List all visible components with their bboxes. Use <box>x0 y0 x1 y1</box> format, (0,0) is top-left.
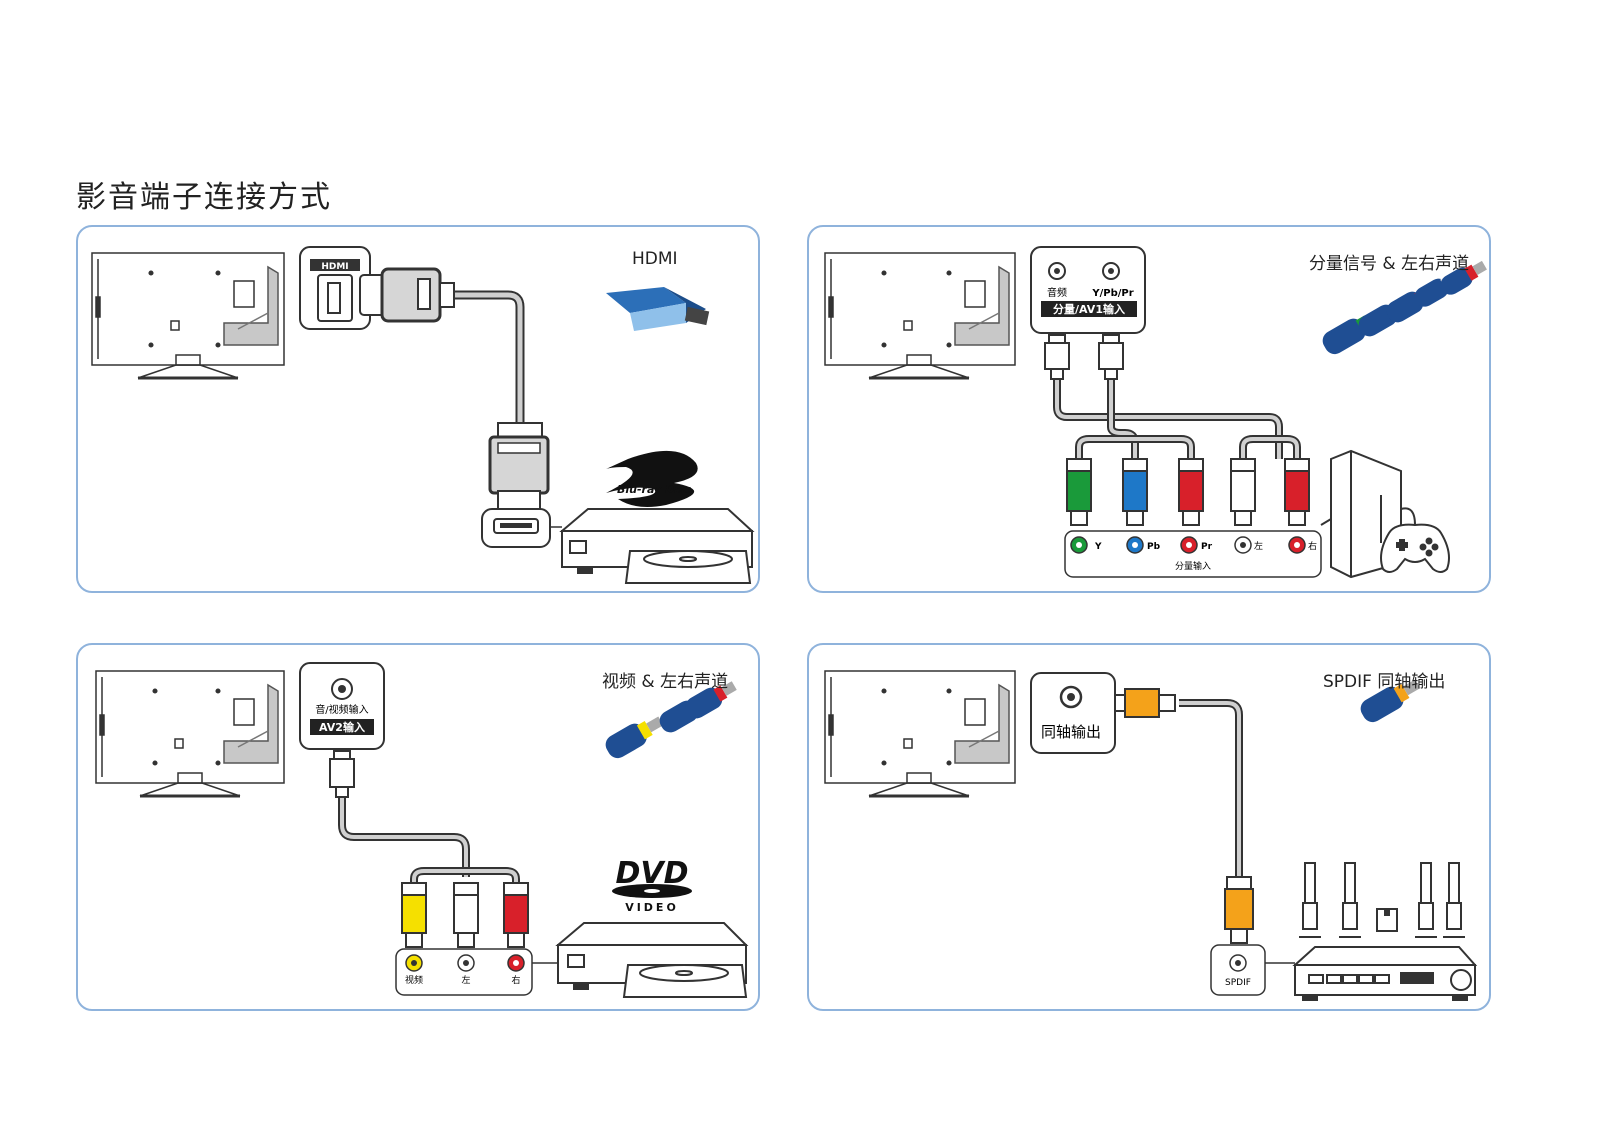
component-cables <box>1053 377 1301 459</box>
bluray-logo-text: Blu-ray Disc <box>617 483 692 496</box>
rca-plug-right-red <box>503 882 529 948</box>
rca-plug-top <box>329 750 355 798</box>
av2-port-label: 音/视频输入 <box>315 703 368 716</box>
rca-plug-left <box>1230 458 1256 526</box>
port-audio-label: 音频 <box>1047 286 1067 299</box>
av-cables <box>338 795 520 885</box>
jack-group-label: 分量输入 <box>1175 560 1211 572</box>
jack-y-label: Y <box>1094 542 1102 552</box>
jack-pb-label: Pb <box>1147 542 1161 552</box>
panel-title-av: 视频 & 左右声道 <box>602 672 729 692</box>
rca-connectors-icon <box>1322 260 1487 355</box>
tv-back-icon <box>824 252 1016 380</box>
jack-left-label: 左 <box>1254 540 1263 552</box>
page-title: 影音端子连接方式 <box>76 180 332 215</box>
panel-hdmi: HDMI Blu-ray Disc <box>76 225 760 593</box>
rca-connectors-icon <box>605 681 737 759</box>
player-hdmi-port[interactable] <box>481 508 562 548</box>
component-av1-port[interactable] <box>1030 246 1146 334</box>
bluray-logo-icon <box>606 450 698 507</box>
hdmi-connector-icon <box>606 287 710 331</box>
jack-right[interactable] <box>507 954 525 972</box>
jack-right-label: 右 <box>511 974 520 986</box>
port-ypbpr-label: Y/Pb/Pr <box>1091 288 1133 299</box>
coaxial-plug-top <box>1114 688 1176 718</box>
hdmi-diagram: HDMI Blu-ray Disc <box>91 246 755 584</box>
gamepad-icon <box>1380 507 1450 573</box>
rca-plug-right <box>1284 458 1310 526</box>
coaxial-port-label: 同轴输出 <box>1041 723 1101 741</box>
coaxial-connector-icon <box>1360 679 1421 723</box>
panel-spdif: 同轴输出 SPDIF <box>807 643 1491 1011</box>
dvd-logo-icon <box>612 884 692 898</box>
panel-title-hdmi: HDMI <box>632 249 678 269</box>
spdif-jack-label: SPDIF <box>1225 978 1251 988</box>
av-jack-panel <box>395 948 533 996</box>
rca-plug-audio <box>1044 334 1070 380</box>
dvd-logo-main: DVD <box>615 856 688 891</box>
bluray-player-icon <box>559 508 755 584</box>
jack-pr[interactable] <box>1180 536 1198 554</box>
jack-pr-label: Pr <box>1201 542 1213 552</box>
coaxial-out-port[interactable] <box>1030 672 1116 754</box>
rca-plug-video-yellow <box>401 882 427 948</box>
jack-left[interactable] <box>457 954 475 972</box>
tv-back-icon <box>91 252 285 380</box>
jack-video-label: 视频 <box>405 974 423 986</box>
coaxial-plug-bottom <box>1224 876 1254 944</box>
av2-port-band: AV2输入 <box>319 720 365 734</box>
tv-back-icon <box>95 670 285 798</box>
panel-component: 音频 Y/Pb/Pr 分量/AV1输入 <box>807 225 1491 593</box>
av-receiver-icon <box>1292 946 1478 1001</box>
hdmi-port[interactable] <box>299 246 371 330</box>
rca-plug-pr <box>1178 458 1204 526</box>
tv-back-icon <box>824 670 1016 798</box>
spdif-diagram: 同轴输出 SPDIF <box>824 670 1478 1001</box>
port-band-label: 分量/AV1输入 <box>1053 302 1125 316</box>
speaker-system-icon <box>1299 862 1465 938</box>
panel-av: 音/视频输入 AV2输入 视频 左 右 <box>76 643 760 1011</box>
rca-plug-video <box>1098 334 1124 380</box>
av2-port[interactable] <box>299 662 385 750</box>
jack-left[interactable] <box>1234 536 1252 554</box>
jack-pb[interactable] <box>1126 536 1144 554</box>
jack-right-label: 右 <box>1308 540 1317 552</box>
dvd-logo-sub: VIDEO <box>625 901 679 914</box>
jack-video[interactable] <box>405 954 423 972</box>
jack-y[interactable] <box>1070 536 1088 554</box>
rca-plug-left-white <box>453 882 479 948</box>
coaxial-cable <box>1179 699 1243 877</box>
dvd-player-icon <box>555 922 749 998</box>
hdmi-cable <box>359 267 550 510</box>
panel-title-component: 分量信号 & 左右声道 <box>1309 254 1470 274</box>
rca-plug-y <box>1066 458 1092 526</box>
jack-left-label: 左 <box>461 974 470 986</box>
jack-right[interactable] <box>1288 536 1306 554</box>
rca-plug-pb <box>1122 458 1148 526</box>
spdif-jack-box[interactable] <box>1210 944 1266 996</box>
panel-title-spdif: SPDIF 同轴输出 <box>1323 672 1446 692</box>
hdmi-port-label: HDMI <box>321 262 348 272</box>
component-diagram: 音频 Y/Pb/Pr 分量/AV1输入 <box>824 246 1487 579</box>
av-diagram: 音/视频输入 AV2输入 视频 左 右 <box>95 662 749 998</box>
